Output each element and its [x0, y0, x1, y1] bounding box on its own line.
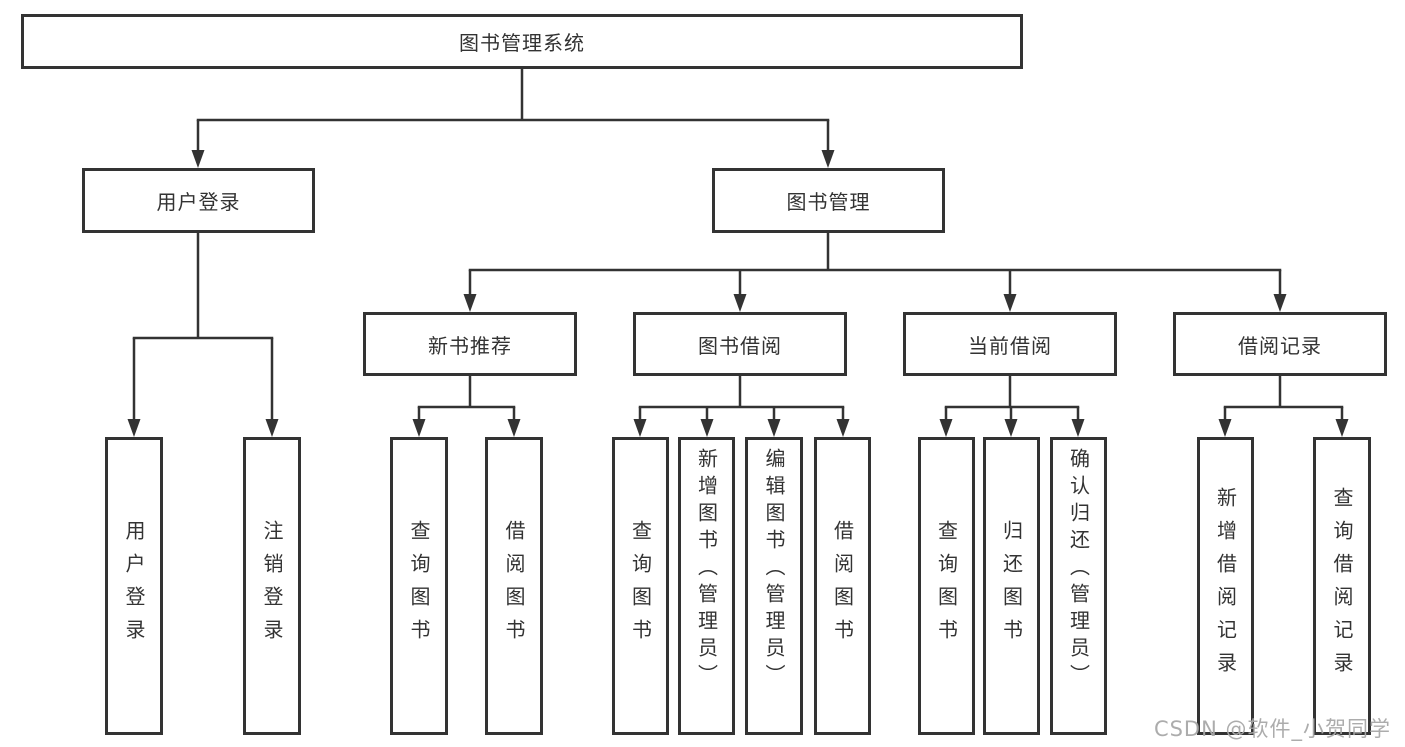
node-label: 确认归还（管理员） [1066, 448, 1091, 691]
node-label: 新书推荐 [428, 333, 512, 358]
node-borrow-records: 借阅记录 [1173, 312, 1387, 376]
arrowhead-icons [127, 150, 1349, 437]
csdn-watermark: CSDN @软件_小贺同学 [1153, 717, 1391, 741]
node-book-borrow: 图书借阅 [633, 312, 847, 376]
node-user-login-branch: 用户登录 [82, 168, 315, 233]
node-label: 用户登录 [122, 520, 146, 652]
leaf-query-books-borrow: 查询图书 [612, 437, 669, 735]
node-label: 新增图书（管理员） [694, 448, 719, 691]
leaf-return-books: 归还图书 [983, 437, 1040, 735]
node-label: 查询图书 [407, 520, 431, 652]
leaf-borrow-books-recommend: 借阅图书 [485, 437, 543, 735]
node-root-system: 图书管理系统 [21, 14, 1023, 69]
node-label: 编辑图书（管理员） [762, 448, 786, 691]
node-label: 借阅图书 [830, 520, 855, 652]
node-label: 查询图书 [628, 520, 653, 652]
leaf-query-borrow-record: 查询借阅记录 [1313, 437, 1371, 735]
node-label: 查询图书 [934, 520, 959, 652]
node-new-book-recommend: 新书推荐 [363, 312, 577, 376]
node-label: 借阅记录 [1238, 333, 1322, 358]
node-label: 当前借阅 [968, 333, 1052, 358]
node-label: 图书管理 [786, 190, 871, 214]
node-current-borrow: 当前借阅 [903, 312, 1117, 376]
node-label: 注销登录 [260, 520, 284, 652]
leaf-confirm-return-admin: 确认归还（管理员） [1050, 437, 1107, 735]
leaf-borrow-books: 借阅图书 [814, 437, 871, 735]
leaf-user-login: 用户登录 [105, 437, 163, 735]
node-label: 用户登录 [156, 190, 241, 214]
leaf-query-books-recommend: 查询图书 [390, 437, 448, 735]
node-label: 归还图书 [999, 520, 1024, 652]
leaf-add-borrow-record: 新增借阅记录 [1197, 437, 1254, 735]
leaf-add-books-admin: 新增图书（管理员） [678, 437, 735, 735]
node-label: 图书借阅 [698, 333, 782, 358]
node-label: 借阅图书 [502, 520, 526, 652]
node-label: 新增借阅记录 [1213, 487, 1238, 685]
node-label: 查询借阅记录 [1330, 487, 1354, 685]
leaf-query-books-current: 查询图书 [918, 437, 975, 735]
node-label: 图书管理系统 [459, 31, 585, 55]
node-book-management-branch: 图书管理 [712, 168, 945, 233]
leaf-logout: 注销登录 [243, 437, 301, 735]
leaf-edit-books-admin: 编辑图书（管理员） [745, 437, 803, 735]
